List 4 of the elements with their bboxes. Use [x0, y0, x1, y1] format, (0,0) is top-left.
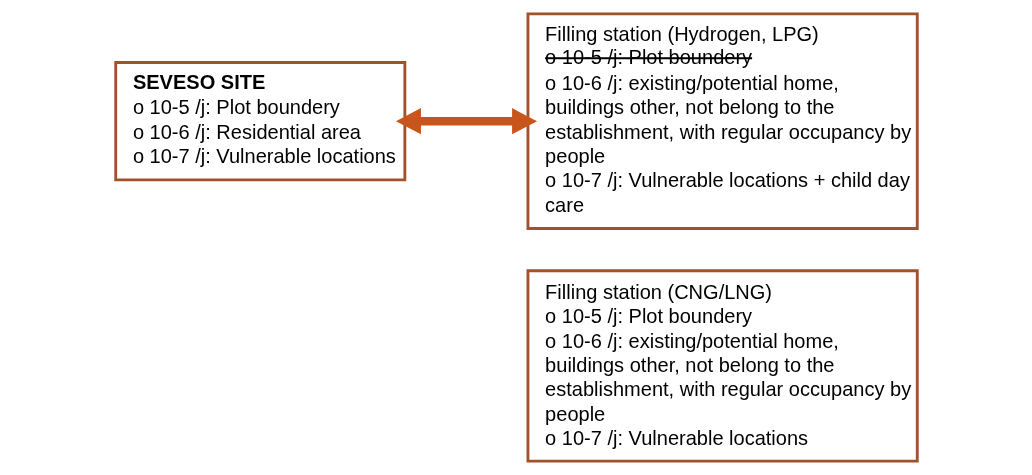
arrow [395, 108, 537, 135]
node-box: Filling station (CNG/LNG) o 10-5 /j: Plot boundery o 10-6 /j: existing/potential home, buildings other, not belong to the establishment, with regular occupancy by people o 10-7 /j: Vulnerable locations [526, 269, 919, 463]
node-box: Filling station (Hydrogen, LPG) o 10-5 /j: Plot boundery o 10-6 /j: existing/potential home, buildings other, not belong to the establishment, with regular occupancy by people o 10-7 /j: Vulnerable locations + child day care [526, 12, 919, 230]
node-box: SEVESO SITE o 10-5 /j: Plot boundery o 10-6 /j: Residential area o 10-7 /j: Vulnerable locations [113, 61, 406, 182]
